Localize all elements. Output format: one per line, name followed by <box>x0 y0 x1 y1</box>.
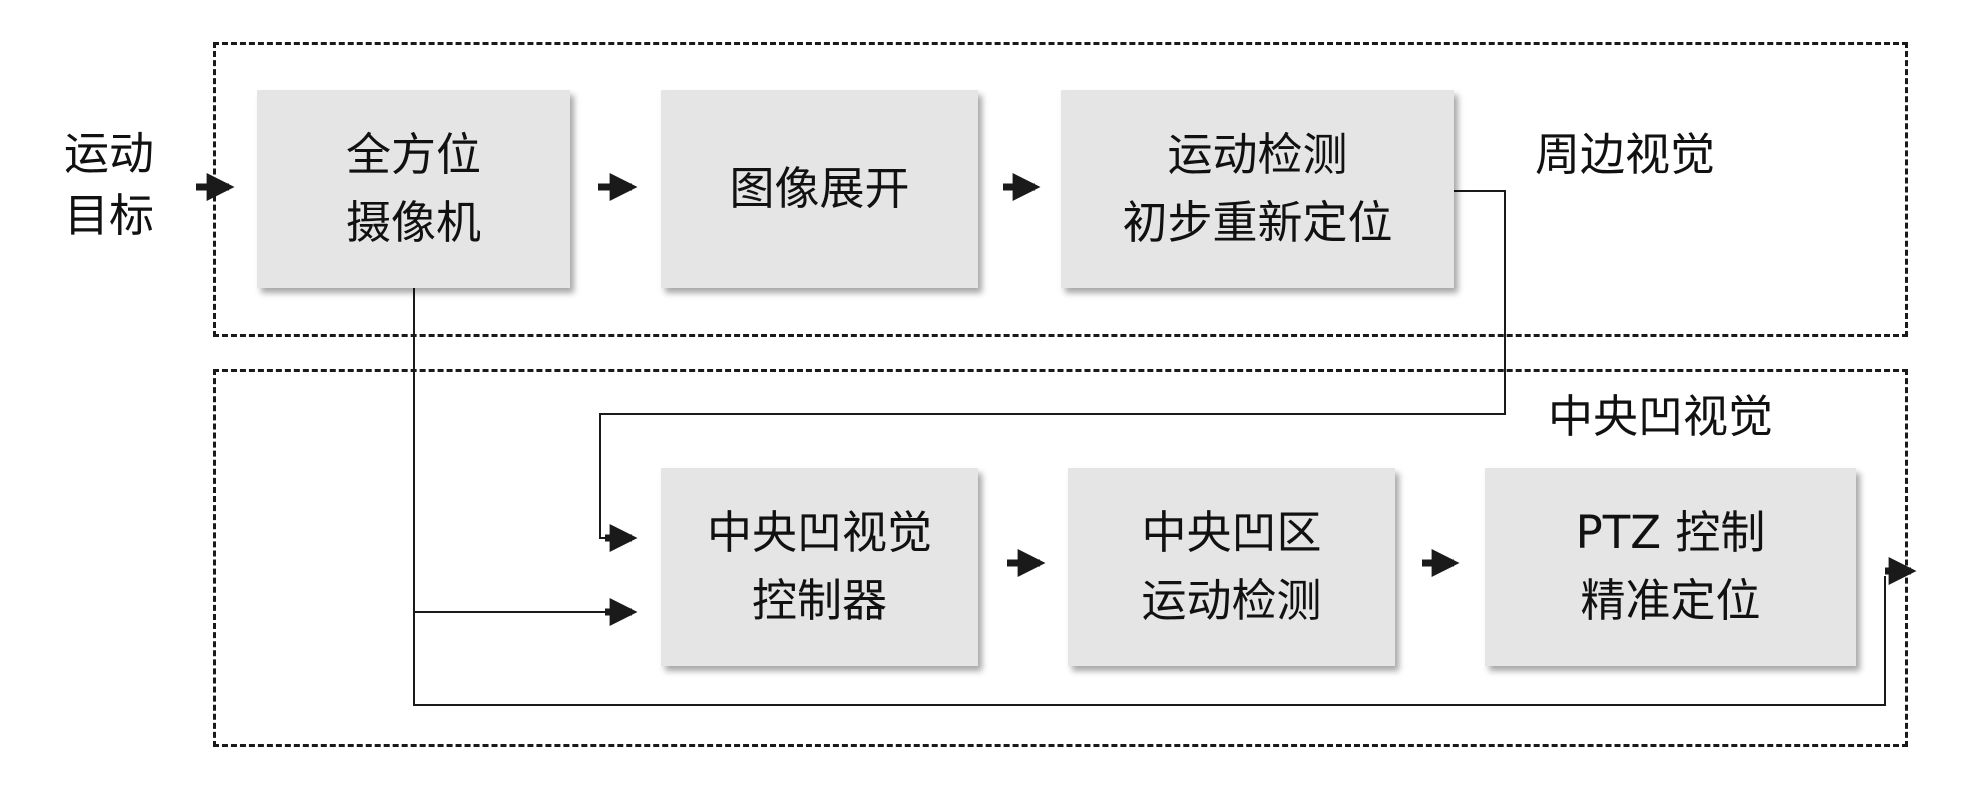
omni-camera-box: 全方位 摄像机 <box>257 90 570 288</box>
foveal-motion-detection-box: 中央凹区 运动检测 <box>1068 468 1395 666</box>
input-label-line1: 运动 <box>64 127 155 180</box>
foveal-controller-line2: 控制器 <box>751 574 887 627</box>
image-unwrap-box: 图像展开 <box>661 90 978 288</box>
peripheral-vision-label: 周边视觉 <box>1535 128 1716 181</box>
ptz-control-line2: 精准定位 <box>1580 574 1761 627</box>
motion-detection-box: 运动检测 初步重新定位 <box>1061 90 1454 288</box>
omni-camera-line2: 摄像机 <box>345 196 481 249</box>
foveal-motion-line2: 运动检测 <box>1141 574 1322 627</box>
connector-omni-to-output <box>413 576 1886 706</box>
foveal-controller-line1: 中央凹视觉 <box>706 506 932 559</box>
input-label: 运动 目标 <box>64 123 154 247</box>
foveal-vision-label: 中央凹视觉 <box>1548 390 1774 443</box>
omni-camera-line1: 全方位 <box>345 128 481 181</box>
motion-detection-line2: 初步重新定位 <box>1122 196 1393 249</box>
ptz-control-box: PTZ 控制 精准定位 <box>1485 468 1856 666</box>
foveal-controller-box: 中央凹视觉 控制器 <box>661 468 978 666</box>
connector-motion-to-controller <box>599 190 1506 552</box>
image-unwrap-label: 图像展开 <box>729 162 910 215</box>
motion-detection-line1: 运动检测 <box>1167 128 1348 181</box>
foveal-motion-line1: 中央凹区 <box>1141 506 1322 559</box>
ptz-control-line1: PTZ 控制 <box>1575 506 1766 559</box>
input-label-line2: 目标 <box>64 189 155 242</box>
